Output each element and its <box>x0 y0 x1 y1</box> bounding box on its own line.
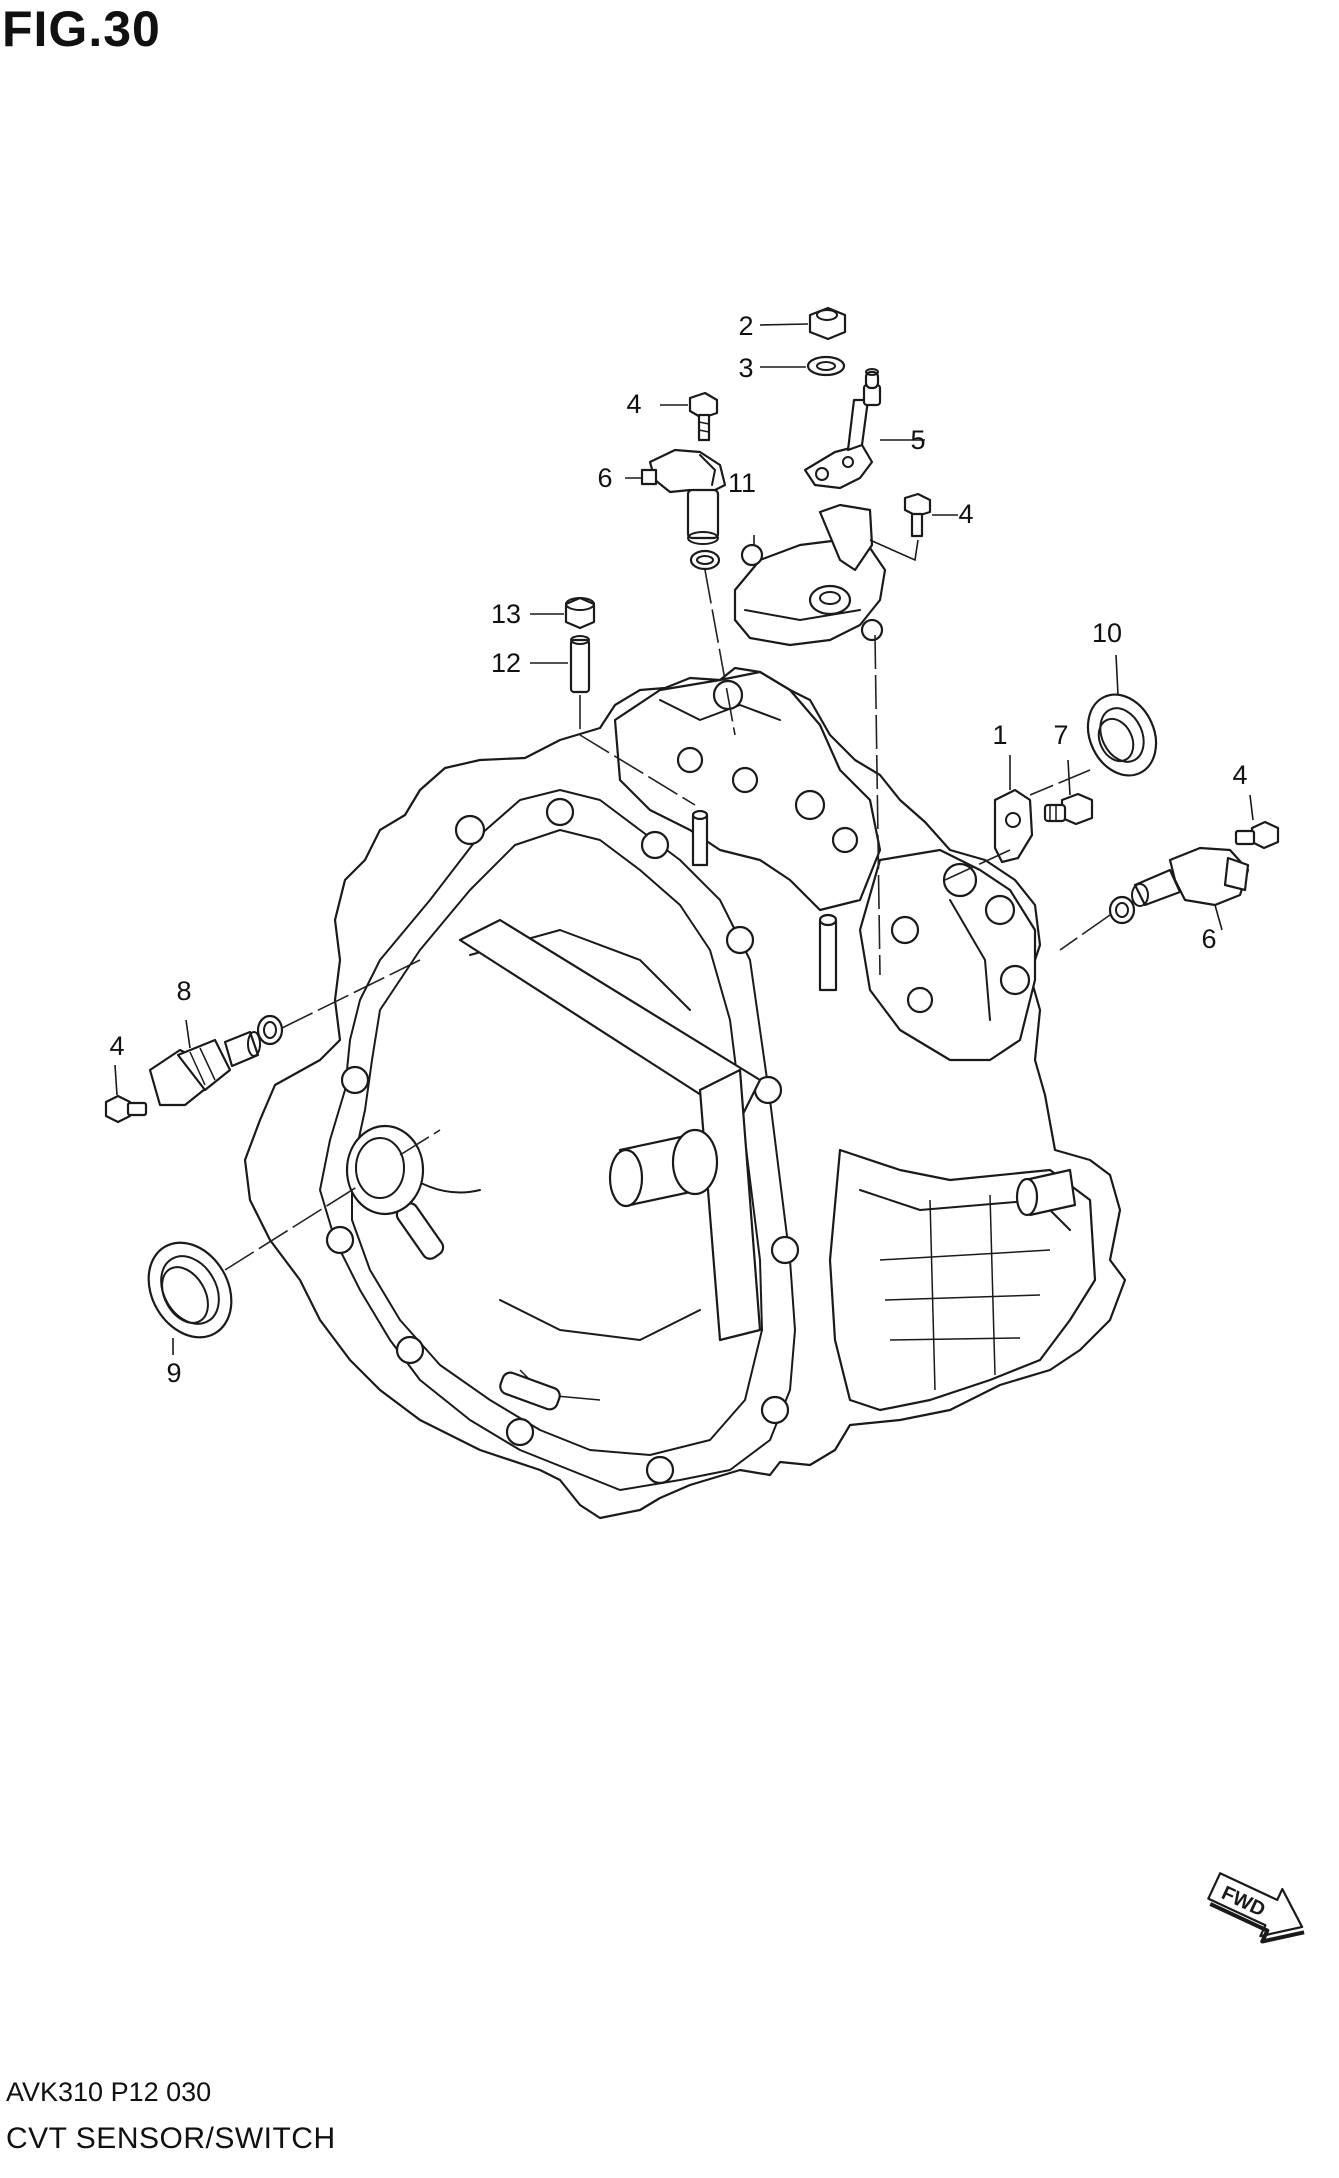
part-11-range-switch <box>733 503 887 647</box>
callout-6: 6 <box>1201 924 1216 954</box>
callout-6: 6 <box>597 463 612 493</box>
part-3-washer <box>806 355 846 377</box>
callout-12: 12 <box>491 648 521 678</box>
o-ring-top <box>689 549 721 571</box>
callout-4: 4 <box>626 389 641 419</box>
callout-8: 8 <box>176 976 191 1006</box>
part-4-bolt-mid <box>903 492 932 538</box>
part-4-bolt-top <box>688 391 719 442</box>
figure-title: FIG.30 <box>2 1 161 57</box>
part-6-speed-sensor-top <box>640 448 727 545</box>
o-ring-right <box>1108 895 1136 925</box>
callout-9: 9 <box>166 1358 181 1388</box>
callout-4: 4 <box>958 499 973 529</box>
callout-5: 5 <box>910 425 925 455</box>
callout-4: 4 <box>109 1031 124 1061</box>
callout-4: 4 <box>1232 760 1247 790</box>
part-2-nut <box>808 306 847 341</box>
callout-11: 11 <box>728 468 756 498</box>
callout-13: 13 <box>491 599 521 629</box>
callout-7: 7 <box>1053 720 1068 750</box>
part-5-selector-lever <box>803 368 882 490</box>
diagram-code: AVK310 P12 030 <box>6 2077 212 2107</box>
part-7-plug-bolt <box>1043 792 1094 826</box>
part-6-speed-sensor-right <box>1131 846 1250 907</box>
part-4-bolt-left <box>104 1094 148 1124</box>
part-8-pressure-sensor <box>148 1030 261 1107</box>
callout-1: 1 <box>992 720 1007 750</box>
part-1-gasket <box>993 788 1034 864</box>
part-9-oil-seal-left <box>147 1241 233 1339</box>
cvt-transmission-housing <box>243 666 1127 1520</box>
part-10-oil-seal-right <box>1086 693 1158 777</box>
callout-10: 10 <box>1092 618 1122 648</box>
callout-2: 2 <box>738 311 753 341</box>
o-ring-left <box>256 1014 284 1046</box>
fwd-arrow-icon: FWD <box>1207 1872 1305 1944</box>
part-13-cap <box>564 596 596 630</box>
part-4-bolt-right <box>1234 820 1280 850</box>
callout-labels: 2 3 4 5 6 11 4 13 12 10 1 7 4 6 8 4 9 <box>109 311 1247 1388</box>
diagram-caption: CVT SENSOR/SWITCH <box>6 2122 336 2155</box>
assembly-lines <box>224 569 1111 1271</box>
callout-3: 3 <box>738 353 753 383</box>
part-12-pin <box>569 635 591 694</box>
